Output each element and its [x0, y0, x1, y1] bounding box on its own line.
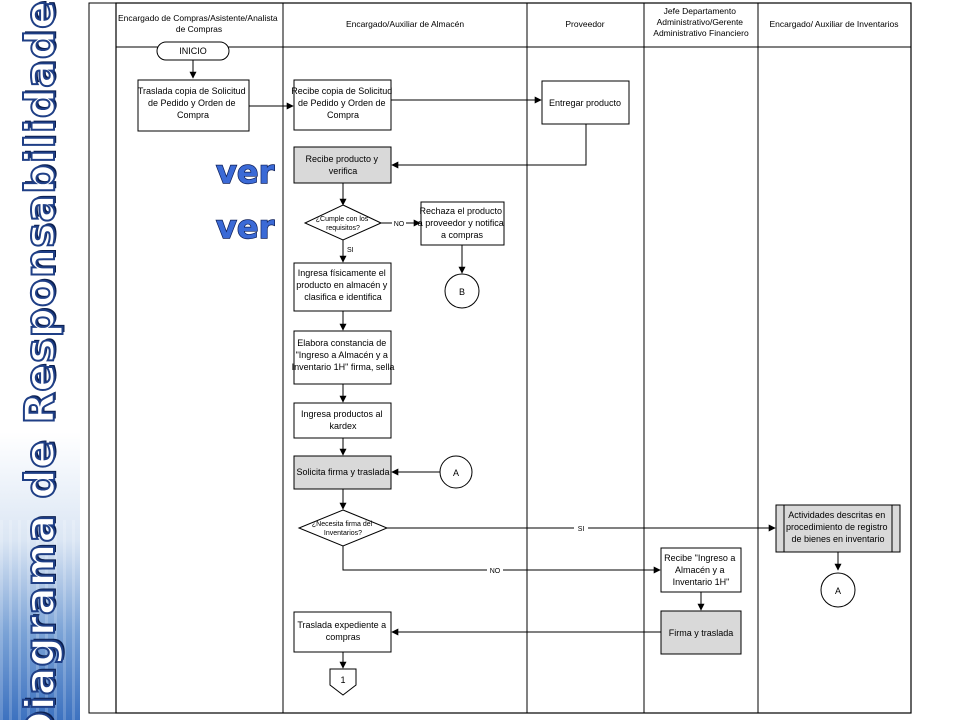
connector-a-2: [820, 572, 856, 608]
ver-link-1[interactable]: ver: [215, 152, 275, 191]
process-traslada-copia-text: Traslada copia de Solicitud de Pedido y …: [138, 86, 248, 120]
decision-necesita-firma: [297, 509, 389, 547]
process-recibe-copia: [293, 79, 392, 131]
process-entregar-producto: [541, 80, 630, 125]
lane-header-almacen: Encargado/Auxiliar de Almacén: [346, 19, 464, 29]
decision-cumple-requisitos: [303, 204, 383, 241]
process-ingresa-kardex-text: Ingresa productos al kardex: [301, 409, 385, 431]
process-recibe-ingreso: [660, 547, 742, 593]
offpage-connector-1: [329, 668, 357, 696]
sidebar-stripes: [0, 520, 80, 720]
connector-a-1-label: A: [453, 468, 459, 478]
process-elabora-text: Elabora constancia de "Ingreso a Almacén…: [292, 338, 395, 372]
process-rechaza-text: Rechaza el producto a proveedor y notifi…: [418, 206, 507, 240]
process-firma-text: Firma y traslada: [669, 628, 734, 638]
predefined-process-actividades: [775, 504, 901, 553]
start-terminator: [156, 41, 230, 61]
process-traslada-expediente: [293, 611, 392, 653]
connector-b: [444, 273, 480, 309]
offpage-connector-label: 1: [340, 675, 345, 685]
connector-a-2-label: A: [835, 586, 841, 596]
decision-necesita-text: ¿Necesita firma del Inventarios?: [312, 521, 374, 537]
edge-label-no-2: NO: [490, 568, 501, 575]
start-label: INICIO: [179, 46, 207, 56]
edge-label-no-1: NO: [394, 221, 405, 228]
process-recibe-ingreso-text: Recibe "Ingreso a Almacén y a Inventario…: [664, 553, 738, 587]
lanes-frame: [115, 2, 912, 714]
connector-b-label: B: [459, 287, 465, 297]
lane-header-proveedor: Proveedor: [565, 19, 604, 29]
process-entregar-producto-text: Entregar producto: [549, 98, 621, 108]
connector-a-1: [439, 455, 473, 489]
lane-header-inventarios: Encargado/ Auxiliar de Inventarios: [770, 19, 899, 29]
process-recibe-producto: [293, 146, 392, 184]
process-ingresa-fisicamente: [293, 262, 392, 312]
process-firma-traslada: [660, 610, 742, 655]
process-traslada-expediente-text: Traslada expediente a compras: [297, 620, 388, 642]
process-solicita-text: Solicita firma y traslada: [296, 467, 389, 477]
process-recibe-copia-text: Recibe copia de Solicitud de Pedido y Or…: [291, 86, 395, 120]
title-sidebar: Diagrama de Responsabilidades: [0, 0, 80, 720]
process-traslada-copia: [137, 79, 250, 132]
ver-link-2[interactable]: ver: [215, 207, 275, 246]
decision-cumple-text: ¿Cumple con los requisitos?: [316, 216, 370, 232]
process-elabora-constancia: [293, 330, 392, 385]
process-rechaza-producto: [420, 201, 505, 246]
edge-label-si-1: SI: [347, 247, 354, 254]
process-ingresa-kardex: [293, 402, 392, 439]
edge-label-si-2: SI: [578, 526, 585, 533]
lane-header-jefe: Jefe Departamento Administrativo/Gerente…: [653, 6, 749, 38]
process-solicita-firma: [293, 455, 392, 490]
lane-header-compras: Encargado de Compras/Asistente/Analista …: [118, 13, 280, 34]
process-actividades-text: Actividades descritas en procedimiento d…: [786, 510, 890, 544]
process-ingresa-fisicamente-text: Ingresa físicamente el producto en almac…: [296, 268, 390, 302]
process-recibe-producto-text: Recibe producto y verifica: [305, 154, 380, 176]
